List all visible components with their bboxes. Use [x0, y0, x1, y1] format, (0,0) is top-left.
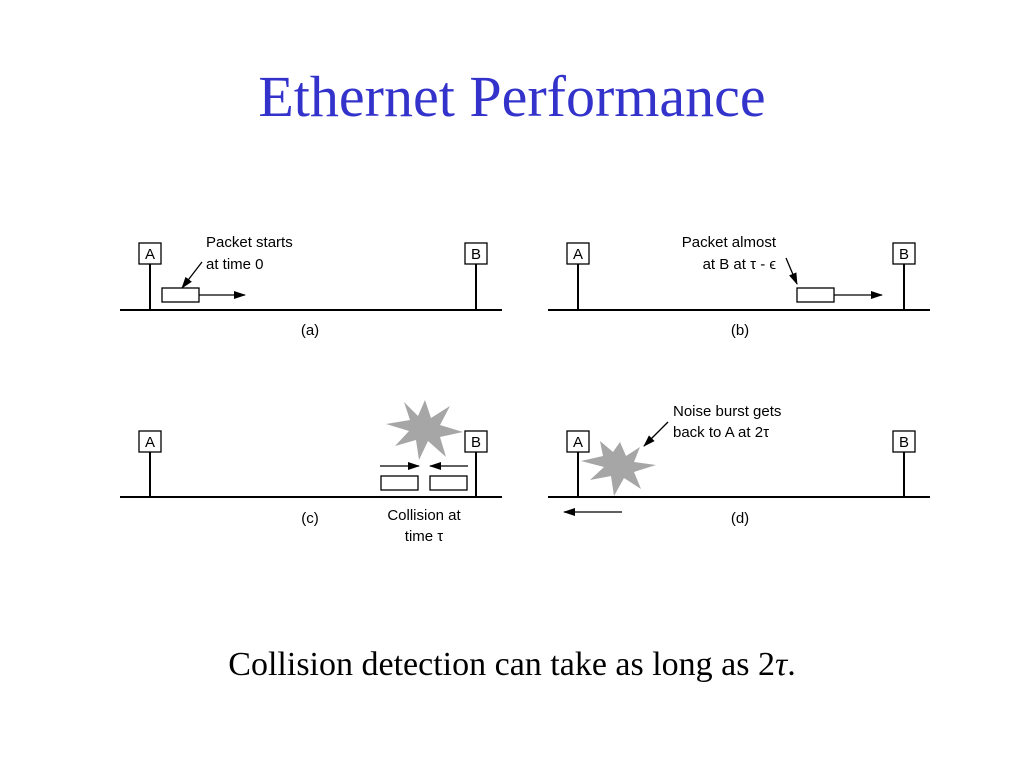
station-a-label: A: [145, 246, 155, 263]
station-b-box: [892, 430, 916, 453]
station-a-box: [566, 430, 590, 453]
panel-a: A B Packet starts at time 0 (a): [120, 234, 502, 339]
slide-title: Ethernet Performance: [258, 64, 766, 129]
annotation-pointer-arrow: [643, 421, 669, 447]
panel-d: A B Noise burst gets back to A at 2τ (d): [548, 403, 930, 527]
packet-box-from-a: [380, 475, 419, 491]
annotation-line-2: back to A at 2τ: [673, 424, 769, 441]
noise-burst-shape: [581, 441, 656, 496]
caption-text: Collision detection can take as long as …: [228, 646, 776, 683]
panel-label: (a): [301, 322, 319, 339]
annotation-line-1: Packet almost: [682, 234, 777, 251]
annotation-line-2: at time 0: [206, 256, 264, 273]
station-b-label: B: [899, 434, 909, 451]
packet-box: [796, 287, 835, 303]
annotation-line-1: Packet starts: [206, 234, 293, 251]
packet-box: [161, 287, 200, 303]
annotation-line-1: Collision at: [387, 507, 461, 524]
station-b-label: B: [471, 434, 481, 451]
annotation-pointer-arrow: [181, 261, 203, 289]
annotation-line-2: at B at τ - ϵ: [703, 256, 777, 273]
noise-burst-shape: [386, 400, 463, 460]
panel-b: A B Packet almost at B at τ - ϵ (b): [548, 234, 930, 339]
annotation-pointer-arrow: [785, 257, 798, 285]
station-b-label: B: [899, 246, 909, 263]
station-a-label: A: [145, 434, 155, 451]
station-b-label: B: [471, 246, 481, 263]
station-a-box: [138, 242, 162, 265]
station-b-box: [892, 242, 916, 265]
panel-label: (d): [731, 510, 749, 527]
station-a-label: A: [573, 246, 583, 263]
annotation-line-1: Noise burst gets: [673, 403, 781, 420]
annotation-line-2: time τ: [405, 528, 444, 545]
packet-box-from-b: [429, 475, 468, 491]
station-b-box: [464, 242, 488, 265]
panel-c: A B (c) Collision at time τ: [120, 400, 502, 545]
caption-tau-symbol: τ: [775, 646, 788, 683]
station-b-box: [464, 430, 488, 453]
station-a-label: A: [573, 434, 583, 451]
caption-period: .: [787, 646, 796, 683]
panel-label: (c): [301, 510, 319, 527]
panel-label: (b): [731, 322, 749, 339]
station-a-box: [138, 430, 162, 453]
station-a-box: [566, 242, 590, 265]
slide-caption: Collision detection can take as long as …: [0, 643, 1024, 687]
